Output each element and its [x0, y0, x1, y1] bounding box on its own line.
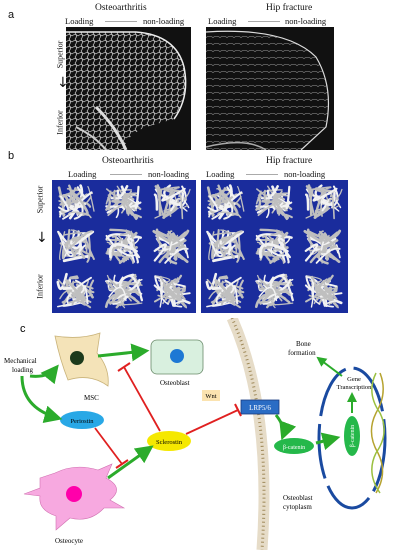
beta-catenin-nucleus-oval	[344, 416, 360, 456]
hip-fracture-bone-cube-1	[206, 184, 245, 220]
cell-membrane	[226, 318, 270, 550]
lrp-label: LRP5/6	[249, 404, 271, 412]
panel-a-direction-arrow: ↓	[57, 75, 69, 91]
panel-b-left-non-loading: non-loading	[148, 169, 190, 179]
panel-b-inferior-label: Inferior	[35, 274, 45, 299]
hip-fracture-bone-cube-5	[255, 228, 293, 264]
periostin-oval	[60, 411, 104, 429]
osteoarthritis-bone-cube-3	[153, 184, 191, 220]
arrow-transcription-to-bone-formation	[316, 356, 343, 377]
panel-c-letter: c	[20, 323, 26, 335]
msc-label: MSC	[84, 394, 99, 402]
wnt-label: Wnt	[205, 393, 216, 400]
arrow-msc-to-osteoblast	[97, 343, 150, 362]
inhibit-sclerostin-to-osteoblast	[123, 366, 161, 432]
osteoarthritis-ct-image	[66, 27, 191, 150]
hip-fracture-cube-grid	[201, 180, 348, 313]
hip-fracture-bone-cube-4	[206, 228, 245, 263]
beta-catenin-oval	[274, 438, 314, 454]
panel-a-right-arrow	[248, 21, 280, 22]
osteoarthritis-cube-grid	[52, 180, 196, 313]
dna-helix-1	[370, 372, 384, 494]
panel-b-right-non-loading: non-loading	[284, 169, 326, 179]
inhibit-sclerostin-to-lrp	[185, 409, 239, 435]
panel-b-right-loading: Loading	[206, 169, 235, 179]
panel-a-hip-fracture-title: Hip fracture	[266, 3, 313, 13]
panel-a-right-non-loading: non-loading	[285, 16, 327, 26]
sclerostin-label: Sclerostin	[156, 439, 183, 446]
gene-transcription-label-1: Gene	[347, 376, 361, 383]
osteocyte-nucleus	[66, 486, 82, 502]
mechanical-loading-label-2: loading	[12, 366, 33, 374]
inhibit-sclerostin-to-lrp-bar	[234, 403, 242, 417]
panel-a-inferior-label: Inferior	[55, 110, 65, 135]
hip-fracture-bone-cube-3	[304, 184, 343, 220]
bone-formation-label-1: Bone	[296, 340, 311, 348]
inhibit-periostin-to-osteocyte-bar	[115, 459, 129, 469]
mechanical-loading-label-1: Mechanical	[4, 357, 37, 365]
msc-nucleus	[70, 351, 84, 365]
inhibit-periostin-to-osteocyte	[94, 427, 123, 465]
osteoblast-cytoplasm-label-2: cytoplasm	[283, 503, 312, 511]
inhibit-sclerostin-to-osteoblast-bar	[117, 362, 131, 372]
dna-helix-2	[371, 372, 385, 494]
panel-b-letter: b	[8, 150, 15, 162]
osteocyte-label: Osteocyte	[55, 537, 83, 545]
bone-formation-label-2: formation	[288, 349, 316, 357]
osteoarthritis-bone-cube-5	[105, 228, 142, 264]
hip-fracture-bone-cube-9	[304, 274, 343, 309]
arrow-lrp-to-beta-catenin	[274, 414, 297, 441]
osteoarthritis-bone-cube-4	[57, 228, 95, 263]
periostin-label: Periostin	[70, 418, 94, 425]
panel-b-superior-label: Superior	[35, 185, 45, 214]
panel-a-left-arrow	[105, 21, 137, 22]
osteoarthritis-bone-cube-8	[104, 273, 144, 309]
panel-b-right-arrow	[246, 174, 278, 175]
panel-a-osteoarthritis-title: Osteoarthritis	[95, 3, 147, 13]
arrow-loading-to-msc	[29, 364, 59, 385]
arrow-loading-to-periostin	[20, 375, 63, 424]
hip-fracture-ct-image	[206, 27, 334, 150]
panel-a-superior-label: Superior	[55, 40, 65, 69]
panel-a-right-loading: Loading	[208, 16, 237, 26]
panel-b-left-loading: Loading	[68, 169, 97, 179]
lrp-receptor	[240, 399, 280, 415]
panel-a-letter: a	[8, 9, 15, 21]
osteoarthritis-bone-cube-1	[57, 184, 95, 220]
osteoarthritis-bone-cube-2	[105, 185, 142, 220]
panel-a-left-loading: Loading	[65, 16, 94, 26]
panel-b-direction-arrow: ↓	[36, 230, 48, 246]
osteoarthritis-bone-cube-9	[153, 274, 191, 309]
panel-a-left-non-loading: non-loading	[143, 16, 185, 26]
arrow-osteocyte-to-sclerostin	[107, 445, 154, 480]
gene-transcription-label-2: Transcription	[337, 384, 373, 391]
osteoblast-nucleus	[170, 349, 184, 363]
beta-catenin-label: β-catenin	[283, 445, 305, 451]
sclerostin-oval	[147, 431, 191, 451]
hip-fracture-bone-cube-2	[255, 185, 293, 220]
wnt-signaling-diagram: c MSC Osteoblast Mechanical loading Peri…	[4, 318, 387, 550]
osteoblast-label: Osteoblast	[160, 379, 190, 387]
hip-fracture-bone-cube-7	[205, 272, 245, 309]
nucleus-outline	[317, 366, 387, 510]
panel-b-left-arrow	[110, 174, 142, 175]
panel-b-osteoarthritis-title: Osteoarthritis	[102, 156, 154, 166]
hip-fracture-bone-cube-6	[303, 228, 342, 265]
osteoblast-cytoplasm-label-1: Osteoblast	[283, 494, 313, 502]
hip-fracture-bone-cube-8	[255, 273, 294, 309]
arrow-beta-catenin-to-nucleus	[315, 432, 341, 451]
osteoarthritis-bone-cube-7	[56, 272, 95, 309]
wnt-box	[202, 390, 220, 401]
beta-catenin-nucleus-label: β-catenin	[350, 425, 356, 447]
osteoarthritis-bone-cube-6	[152, 228, 190, 265]
panel-b-hip-fracture-title: Hip fracture	[266, 156, 313, 166]
